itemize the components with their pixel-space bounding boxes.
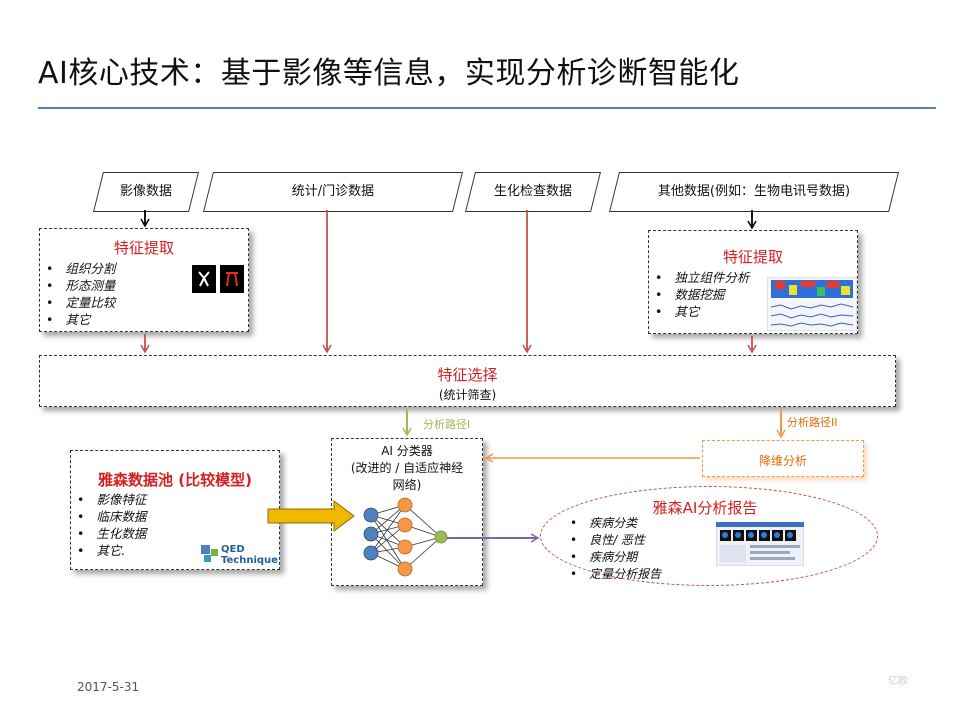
classifier-line3: 网络) — [392, 478, 422, 492]
data-pool-title: 雅森数据池 (比较模型) — [98, 471, 252, 489]
list-item: 影像特征 — [77, 491, 146, 508]
title-divider — [38, 107, 936, 109]
slide-date: 2017-5-31 — [77, 680, 140, 694]
neural-network-icon — [370, 504, 442, 570]
nn-output-node — [434, 530, 448, 544]
segmentation-thumbnails — [192, 265, 244, 293]
list-item: 生化数据 — [77, 525, 146, 542]
signal-heatmap-thumbnail — [767, 277, 857, 331]
list-item: 疾病分期 — [570, 549, 661, 566]
feature-select-title: 特征选择 — [437, 366, 498, 384]
data-pool-box: 雅森数据池 (比较模型) 影像特征 临床数据 生化数据 其它. QED Tech… — [70, 450, 280, 570]
feature-extract-left-box: 特征提取 组织分割 形态测量 定量比较 其它 — [39, 228, 249, 332]
report-title: 雅森AI分析报告 — [652, 499, 758, 517]
feature-extract-right-list: 独立组件分析 数据挖掘 其它 — [655, 269, 749, 320]
classifier-line1: AI 分类器 — [381, 444, 433, 458]
list-item: 组织分割 — [46, 260, 115, 277]
report-list: 疾病分类 良性/ 恶性 疾病分期 定量分析报告 — [570, 515, 661, 583]
list-item: 其它 — [655, 303, 749, 320]
feature-extract-right-title: 特征提取 — [722, 248, 783, 266]
feature-extract-left-list: 组织分割 形态测量 定量比较 其它 — [46, 260, 115, 328]
path2-label: 分析路径II — [787, 416, 838, 429]
data-pool-list: 影像特征 临床数据 生化数据 其它. — [77, 491, 146, 559]
list-item: 疾病分类 — [570, 515, 661, 532]
path1-label: 分析路径I — [423, 418, 471, 431]
dim-reduction-box: 降维分析 — [702, 440, 864, 477]
nn-input-nodes — [363, 507, 379, 561]
list-item: 临床数据 — [77, 508, 146, 525]
report-ellipse — [540, 486, 878, 586]
page-title: AI核心技术：基于影像等信息，实现分析诊断智能化 — [38, 56, 740, 91]
list-item: 其它 — [46, 311, 115, 328]
list-item: 良性/ 恶性 — [570, 532, 661, 549]
list-item: 其它. — [77, 542, 146, 559]
list-item: 定量比较 — [46, 294, 115, 311]
dim-reduction-label: 降维分析 — [758, 454, 807, 468]
nn-hidden-nodes — [397, 497, 413, 577]
list-item: 独立组件分析 — [655, 269, 749, 286]
list-item: 数据挖掘 — [655, 286, 749, 303]
report-thumbnail — [716, 522, 804, 566]
feature-extract-left-title: 特征提取 — [113, 239, 174, 257]
feature-select-box: 特征选择 (统计筛查) — [39, 355, 896, 407]
feature-extract-right-box: 特征提取 独立组件分析 数据挖掘 其它 — [648, 230, 858, 334]
feature-select-subtitle: (统计筛查) — [438, 388, 497, 402]
classifier-line2: (改进的 / 自适应神经 — [350, 461, 464, 475]
watermark: 亿欧 — [888, 676, 908, 687]
list-item: 形态测量 — [46, 277, 115, 294]
list-item: 定量分析报告 — [570, 566, 661, 583]
qed-logo-icon — [201, 545, 218, 562]
qed-logo-line2: Technique — [221, 555, 278, 566]
qed-logo-line1: QED — [221, 544, 245, 555]
arrow-datapool-to-classifier — [267, 500, 355, 532]
